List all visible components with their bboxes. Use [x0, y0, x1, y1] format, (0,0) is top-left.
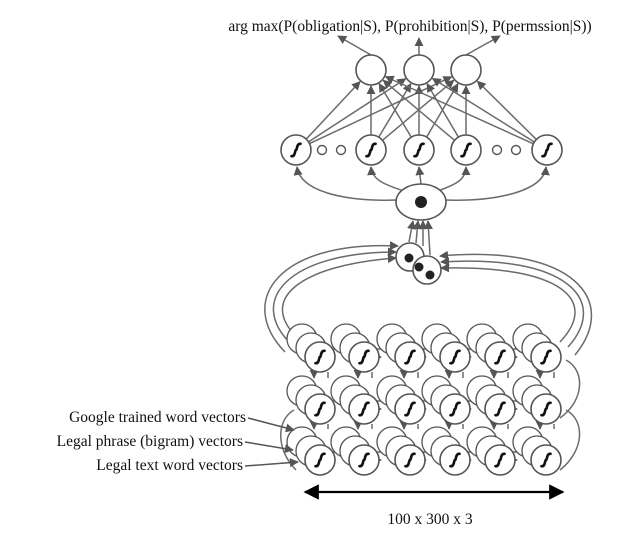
- sigmoid-neuron-icon: [449, 452, 461, 468]
- sigmoid-neuron-icon: [460, 142, 472, 158]
- sigmoid-neuron-icon: [494, 452, 506, 468]
- network-connections: [264, 35, 593, 356]
- sigmoid-neuron-icon: [314, 452, 326, 468]
- output-arrow: [465, 35, 501, 56]
- sigmoid-neuron-icon: [541, 142, 553, 158]
- pool-connection: [367, 166, 408, 193]
- sigmoid-neuron-icon: [494, 401, 506, 417]
- input-label-bigram: Legal phrase (bigram) vectors: [57, 433, 243, 450]
- merge-connection: [407, 220, 416, 243]
- dimension-label: 100 x 300 x 3: [387, 511, 473, 528]
- label-arrow-bigram: [244, 441, 294, 454]
- output-neuron-icon: [450, 54, 482, 86]
- sigmoid-neuron-icon: [449, 349, 461, 365]
- sigmoid-neuron-icon: [314, 349, 326, 365]
- pool-connection: [293, 166, 400, 201]
- sigmoid-neuron-icon: [540, 349, 552, 365]
- sigmoid-neuron-icon: [358, 452, 370, 468]
- loop-connection: [439, 250, 593, 356]
- conv-grid: [280, 323, 581, 476]
- fc-connection: [476, 80, 537, 140]
- merge-dot: [414, 262, 424, 272]
- output-arrow: [337, 35, 372, 56]
- fc-connection: [378, 82, 412, 138]
- sigmoid-neuron-icon: [494, 349, 506, 365]
- pool-connection: [442, 166, 550, 201]
- output-neuron-icon: [355, 54, 387, 86]
- label-arrow-legal-text: [244, 458, 299, 468]
- sigmoid-neuron-icon: [365, 142, 377, 158]
- loop-connection: [281, 254, 397, 341]
- fc-connection: [384, 75, 534, 145]
- conv-link: [559, 409, 581, 471]
- pool-connection: [434, 166, 471, 193]
- pool-connection: [415, 166, 425, 185]
- label-arrow-google: [247, 417, 295, 433]
- sigmoid-neuron-icon: [358, 349, 370, 365]
- input-label-legal-text: Legal text word vectors: [96, 457, 243, 474]
- sigmoid-neuron-icon: [404, 401, 416, 417]
- merge-connection: [423, 220, 433, 256]
- sigmoid-neuron-icon: [413, 142, 425, 158]
- sigmoid-neuron-icon: [314, 401, 326, 417]
- merge-dot: [425, 270, 435, 280]
- loop-connection: [264, 241, 399, 353]
- loop-connection: [440, 263, 576, 343]
- fc-connection: [431, 77, 535, 143]
- merge-dot: [404, 253, 414, 263]
- ellipsis-dots-icon: [316, 144, 328, 156]
- ellipsis-dots-icon: [491, 144, 503, 156]
- loop-connection: [272, 247, 397, 346]
- fc-connection: [382, 79, 456, 141]
- fc-connection: [426, 83, 460, 138]
- sigmoid-neuron-icon: [540, 452, 552, 468]
- sigmoid-neuron-icon: [449, 401, 461, 417]
- ellipsis-dots-icon: [510, 144, 522, 156]
- fc-connection: [305, 81, 361, 140]
- fc-connection: [308, 78, 407, 143]
- output-formula-title: arg max(P(obligation|S), P(prohibition|S…: [228, 18, 591, 35]
- input-label-google: Google trained word vectors: [69, 409, 246, 426]
- sigmoid-neuron-icon: [290, 142, 302, 158]
- sigmoid-neuron-icon: [404, 452, 416, 468]
- sigmoid-neuron-icon: [358, 401, 370, 417]
- sigmoid-neuron-icon: [404, 349, 416, 365]
- pooling-dot: [415, 196, 427, 208]
- loop-connection: [440, 256, 585, 348]
- ellipsis-dots-icon: [335, 144, 347, 156]
- conv-link: [559, 359, 581, 419]
- merge-connection: [412, 220, 422, 244]
- network-nodes: [280, 54, 563, 285]
- sigmoid-neuron-icon: [540, 401, 552, 417]
- output-neuron-icon: [403, 54, 435, 86]
